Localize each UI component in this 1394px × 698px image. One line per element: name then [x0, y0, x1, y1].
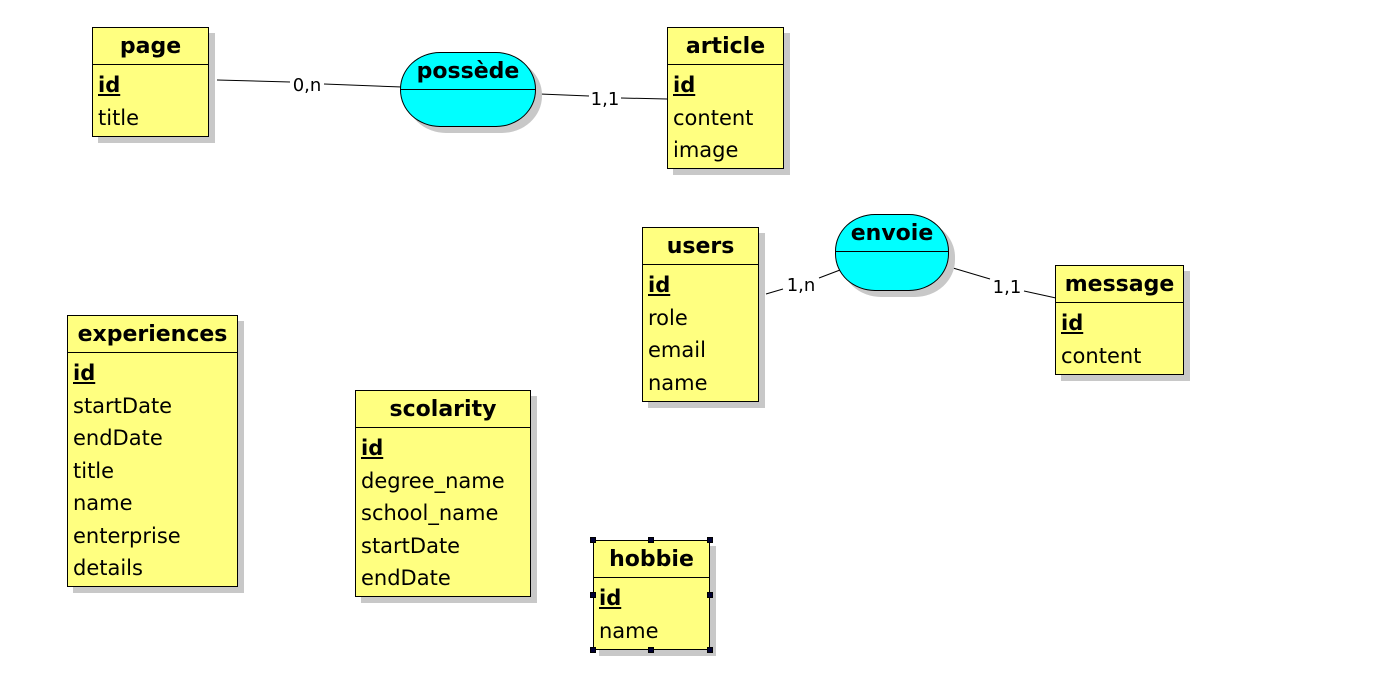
link-page-possede: [216, 79, 291, 83]
entity-experiences[interactable]: experiences id startDate endDate title n…: [67, 315, 238, 587]
selection-handle-right[interactable]: [707, 592, 713, 598]
attribute: enterprise: [73, 523, 181, 548]
attribute: name: [648, 370, 708, 395]
entity-article[interactable]: article id content image: [667, 27, 784, 169]
attribute: title: [98, 105, 140, 130]
selection-handle-bottom-left[interactable]: [590, 647, 596, 653]
entity-page-title: page: [93, 28, 208, 65]
entity-message-title: message: [1056, 266, 1183, 303]
cardinality-envoie-message: 1,1: [993, 277, 1022, 298]
link-page-possede-2: [323, 83, 403, 88]
attribute: role: [648, 305, 688, 330]
entity-page[interactable]: page id title: [92, 27, 209, 137]
selection-handle-top-right[interactable]: [707, 537, 713, 543]
entity-users[interactable]: users id role email name: [642, 227, 759, 402]
attribute-primary-key: id: [1061, 311, 1084, 335]
attribute-primary-key: id: [648, 273, 671, 297]
link-possede-article: [539, 93, 590, 97]
relation-possede-title: possède: [401, 53, 535, 90]
attribute: details: [73, 556, 143, 580]
attribute: degree_name: [361, 468, 505, 493]
attribute: endDate: [361, 566, 451, 590]
link-users-envoie-2: [818, 269, 841, 279]
selection-handle-bottom[interactable]: [648, 647, 654, 653]
link-envoie-message: [952, 267, 991, 280]
attribute: name: [599, 618, 659, 643]
entity-hobbie[interactable]: hobbie id name: [593, 540, 710, 650]
attribute: title: [73, 458, 115, 483]
attribute-primary-key: id: [361, 436, 384, 460]
attribute: email: [648, 338, 706, 362]
attribute-primary-key: id: [673, 73, 696, 97]
cardinality-possede-article: 1,1: [591, 89, 620, 110]
selection-handle-bottom-right[interactable]: [707, 647, 713, 653]
link-envoie-message-2: [1023, 290, 1057, 299]
attribute: image: [673, 138, 739, 162]
attribute: startDate: [73, 393, 173, 418]
cardinality-users-envoie: 1,n: [787, 275, 816, 296]
attribute: endDate: [73, 426, 163, 450]
attribute-primary-key: id: [98, 73, 121, 97]
selection-handle-left[interactable]: [590, 592, 596, 598]
entity-message[interactable]: message id content: [1055, 265, 1184, 375]
attribute: content: [1061, 343, 1142, 368]
attribute: startDate: [361, 533, 461, 558]
entity-users-title: users: [643, 228, 758, 265]
link-possede-article-2: [620, 97, 668, 100]
attribute: content: [673, 105, 754, 130]
attribute: school_name: [361, 501, 499, 525]
entity-experiences-title: experiences: [68, 316, 237, 353]
selection-handle-top-left[interactable]: [590, 537, 596, 543]
attribute-primary-key: id: [73, 361, 96, 385]
relation-possede[interactable]: possède: [400, 52, 536, 127]
relation-envoie[interactable]: envoie: [835, 214, 949, 291]
cardinality-page-possede: 0,n: [293, 75, 322, 96]
entity-hobbie-title: hobbie: [594, 541, 709, 578]
selection-handle-top[interactable]: [648, 537, 654, 543]
attribute-primary-key: id: [599, 586, 622, 610]
entity-scolarity-title: scolarity: [356, 391, 530, 428]
entity-article-title: article: [668, 28, 783, 65]
entity-scolarity[interactable]: scolarity id degree_name school_name sta…: [355, 390, 531, 597]
relation-envoie-title: envoie: [836, 215, 948, 252]
attribute: name: [73, 491, 133, 515]
link-users-envoie: [765, 288, 784, 295]
